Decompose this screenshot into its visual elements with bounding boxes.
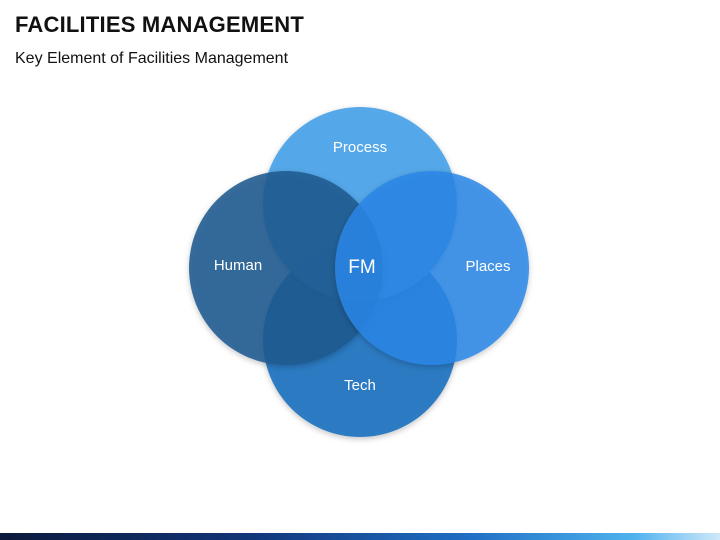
venn-label-process: Process [333, 139, 387, 156]
venn-label-tech: Tech [344, 377, 376, 394]
footer-gradient-bar [0, 533, 720, 540]
venn-circle-places [335, 171, 529, 365]
venn-label-human: Human [214, 257, 262, 274]
slide-title: FACILITIES MANAGEMENT [15, 12, 304, 37]
venn-label-places: Places [465, 258, 510, 275]
venn-circle-human [189, 171, 383, 365]
venn-center-label: FM [348, 257, 375, 278]
slide-subtitle: Key Element of Facilities Management [15, 50, 289, 67]
